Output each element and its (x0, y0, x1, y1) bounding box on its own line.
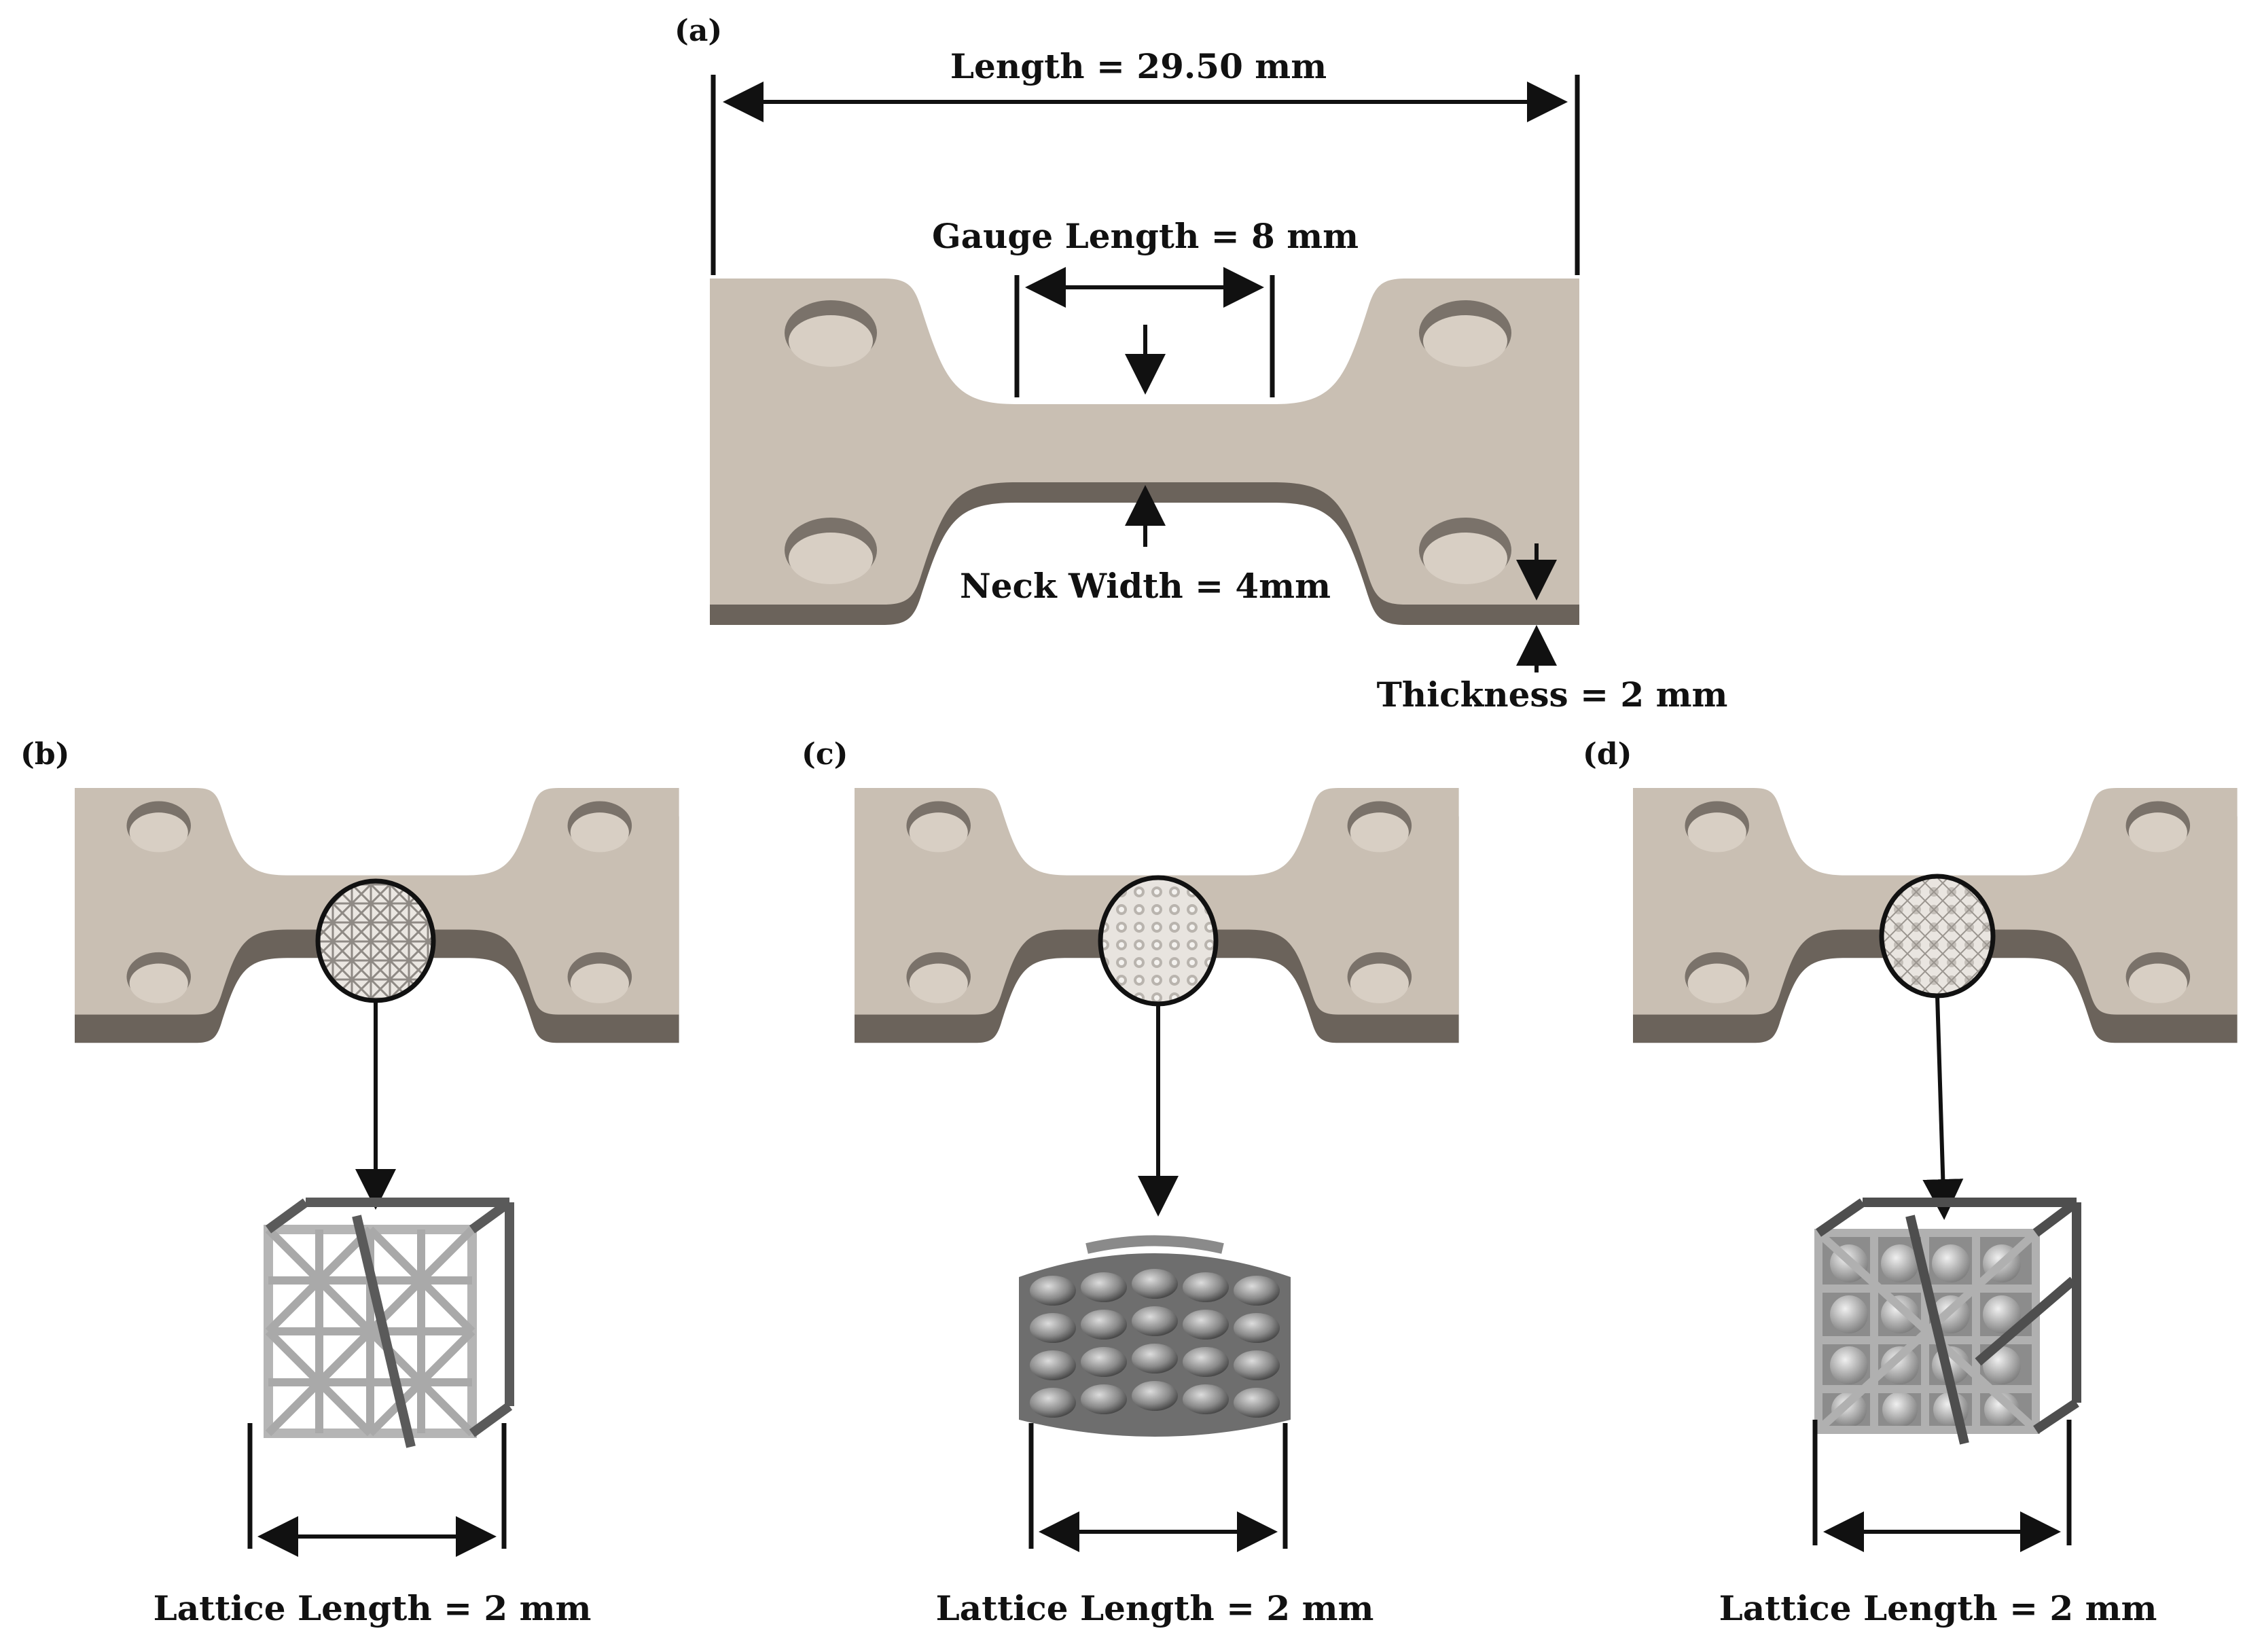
gauge-length-label: Gauge Length = 8 mm (932, 216, 1359, 256)
hybrid-lattice-icon (1814, 1198, 2081, 1445)
inset-arrow (1922, 995, 1964, 1220)
specimen-b (75, 788, 679, 1043)
lattice-length-label: Lattice Length = 2 mm (936, 1588, 1374, 1628)
panel-a: (a) Length = 29.50 mm Gauge Len (675, 14, 1727, 715)
panel-c: (c) (802, 737, 1459, 1628)
panel-c-tag: (c) (802, 737, 848, 772)
lattice-length-label: Lattice Length = 2 mm (1719, 1588, 2157, 1628)
specimen-d (1633, 788, 2238, 1043)
panel-b: (b) Lattice Length = 2 mm (20, 737, 679, 1628)
lattice-length-dimension (1812, 1420, 2072, 1552)
specimen-a (710, 279, 1579, 625)
length-dimension (711, 75, 1580, 275)
lattice-inset-circle (1879, 874, 1996, 999)
gauge-length-dimension (1014, 267, 1275, 397)
panel-d: (d) (1583, 737, 2238, 1628)
panel-d-tag: (d) (1583, 737, 1632, 772)
lattice-length-dimension (247, 1423, 507, 1557)
mounting-holes (785, 300, 1511, 584)
length-label: Length = 29.50 mm (950, 46, 1327, 86)
lattice-length-label: Lattice Length = 2 mm (154, 1588, 592, 1628)
lattice-length-dimension (1028, 1423, 1288, 1552)
lattice-inset-circle (1098, 875, 1219, 1007)
neck-width-label: Neck Width = 4mm (960, 566, 1331, 606)
panel-b-tag: (b) (20, 737, 69, 772)
lattice-inset-circle (315, 878, 436, 1003)
panel-a-tag: (a) (675, 14, 722, 48)
specimen-c (855, 788, 1459, 1043)
truss-lattice-icon (268, 1202, 509, 1447)
gyroid-lattice-icon (1019, 1235, 1291, 1437)
thickness-label: Thickness = 2 mm (1377, 675, 1728, 715)
